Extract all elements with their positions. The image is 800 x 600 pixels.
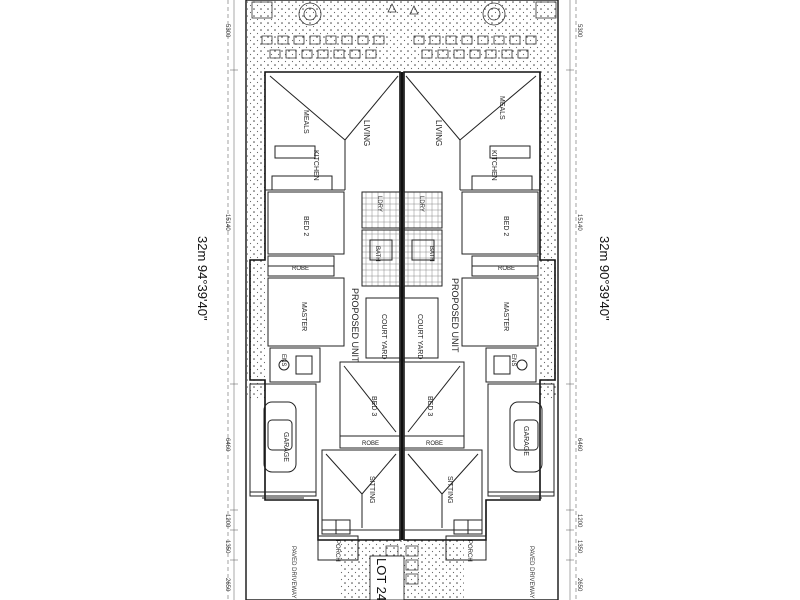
dim-right-0: 5300: [576, 24, 582, 38]
lot-label: LOT 24: [374, 558, 389, 600]
right-dimensions: [566, 0, 574, 600]
dim-left-4: 1350: [224, 540, 230, 554]
lot-label-box: [369, 555, 405, 600]
label-bed3-right: BED 3: [426, 396, 433, 416]
left-garage: [249, 383, 317, 499]
left-boundary-bearing: 32m 94°39'40": [195, 236, 210, 321]
label-sitting-left: SITTING: [368, 476, 375, 504]
label-robe-upper-left: ROBE: [292, 266, 309, 272]
left-unit: [249, 71, 401, 541]
dim-right-4: 1350: [576, 540, 582, 554]
label-porch-right: PORCH: [466, 540, 472, 562]
dim-left-0: 5300: [224, 24, 230, 38]
left-side-garden: [247, 70, 265, 400]
right-unit-labels: MEALS LIVING KITCHEN BED 2 ROBE MASTER E…: [416, 96, 529, 562]
label-meals-right: MEALS: [498, 96, 505, 120]
dim-right-2: 6460: [576, 438, 582, 452]
dim-right-1: 15140: [576, 214, 582, 231]
label-meals-left: MEALS: [302, 110, 309, 134]
label-proposed-unit-left: PROPOSED UNIT: [350, 288, 360, 363]
tree-icons: [251, 1, 557, 26]
left-dimensions: [230, 0, 238, 600]
dim-right-3: 1200: [576, 514, 582, 528]
label-ldry-right: LDRY: [418, 196, 424, 212]
label-robe-lower-left: ROBE: [362, 441, 379, 447]
label-ens-right: ENS: [510, 354, 516, 366]
left-unit-labels: MEALS LIVING KITCHEN BED 2 ROBE MASTER E…: [280, 110, 387, 562]
label-porch-left: PORCH: [334, 540, 340, 562]
label-ens-left: ENS: [280, 354, 286, 366]
label-bath-left: BATH: [374, 246, 380, 262]
label-garage-right: GARAGE: [522, 426, 529, 456]
label-bed2-right: BED 2: [502, 216, 509, 236]
label-living-right: LIVING: [434, 120, 443, 146]
label-sitting-right: SITTING: [446, 476, 453, 504]
driveway-label-left: PAVED DRIVEWAY: [290, 546, 296, 598]
label-master-left: MASTER: [300, 302, 307, 331]
right-unit-walls: [403, 75, 540, 561]
lot-boundary: [245, 0, 559, 600]
right-boundary-bearing: 32m 90°39'40": [597, 236, 612, 321]
right-unit: [403, 71, 556, 541]
label-bed3-left: BED 3: [370, 396, 377, 416]
label-kitchen-right: KITCHEN: [490, 150, 497, 181]
left-unit-walls: [265, 75, 401, 561]
label-master-right: MASTER: [502, 302, 509, 331]
dim-left-3: 1200: [224, 514, 230, 528]
dim-left-2: 6460: [224, 438, 230, 452]
label-living-left: LIVING: [362, 120, 371, 146]
rear-garden: [247, 0, 557, 70]
label-court-yard-right: COURT YARD: [416, 314, 423, 359]
right-side-garden: [540, 70, 557, 400]
right-garage: [487, 383, 555, 499]
label-court-yard-left: COURT YARD: [380, 314, 387, 359]
label-ldry-left: LDRY: [376, 196, 382, 212]
label-kitchen-left: KITCHEN: [312, 150, 319, 181]
label-bath-right: BATH: [428, 246, 434, 262]
label-bed2-left: BED 2: [302, 216, 309, 236]
label-garage-left: GARAGE: [282, 432, 289, 462]
label-robe-lower-right: ROBE: [426, 441, 443, 447]
dim-left-5: 2650: [224, 578, 230, 592]
label-robe-upper-right: ROBE: [498, 266, 515, 272]
label-proposed-unit-right: PROPOSED UNIT: [450, 278, 460, 353]
driveway-label-right: PAVED DRIVEWAY: [528, 546, 534, 598]
dim-right-5: 2650: [576, 578, 582, 592]
dim-left-1: 15140: [224, 214, 230, 231]
planter-boxes: [261, 35, 537, 59]
